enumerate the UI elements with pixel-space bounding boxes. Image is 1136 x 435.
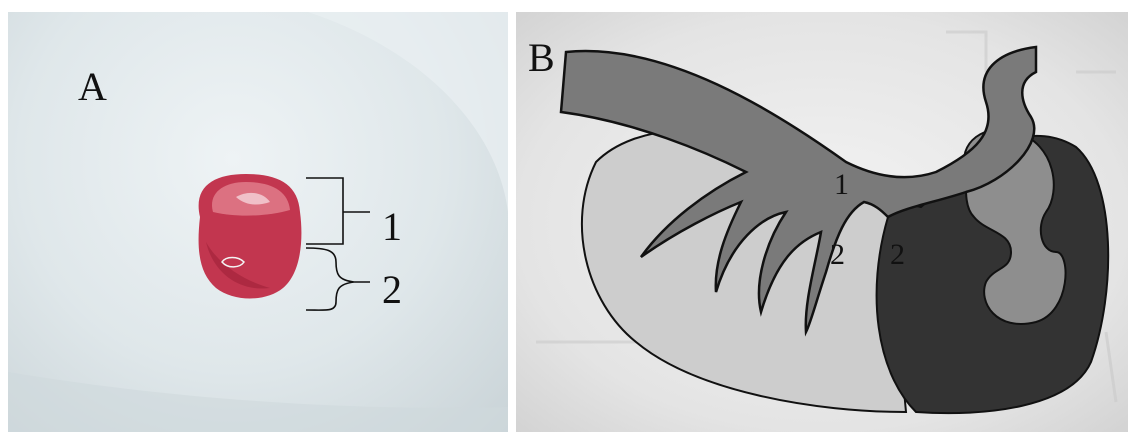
region-label-2-right: 2: [890, 240, 905, 270]
plate-shadow: [8, 372, 508, 432]
diagram-panel-b: B 1 2 2: [516, 12, 1128, 432]
plate-edge: [308, 12, 508, 212]
panel-label-b: B: [528, 38, 555, 78]
region-label-1: 1: [834, 170, 849, 200]
bracket-1: [306, 178, 370, 244]
region-label-2-left: 2: [830, 240, 845, 270]
panel-label-a: A: [78, 67, 107, 107]
tissue-sample: [199, 174, 302, 299]
photo-panel-a: A 1 2: [8, 12, 508, 432]
schematic-illustration: [516, 12, 1128, 432]
bracket-label-2: 2: [382, 270, 402, 310]
bracket-2: [306, 248, 370, 310]
bracket-label-1: 1: [382, 207, 402, 247]
